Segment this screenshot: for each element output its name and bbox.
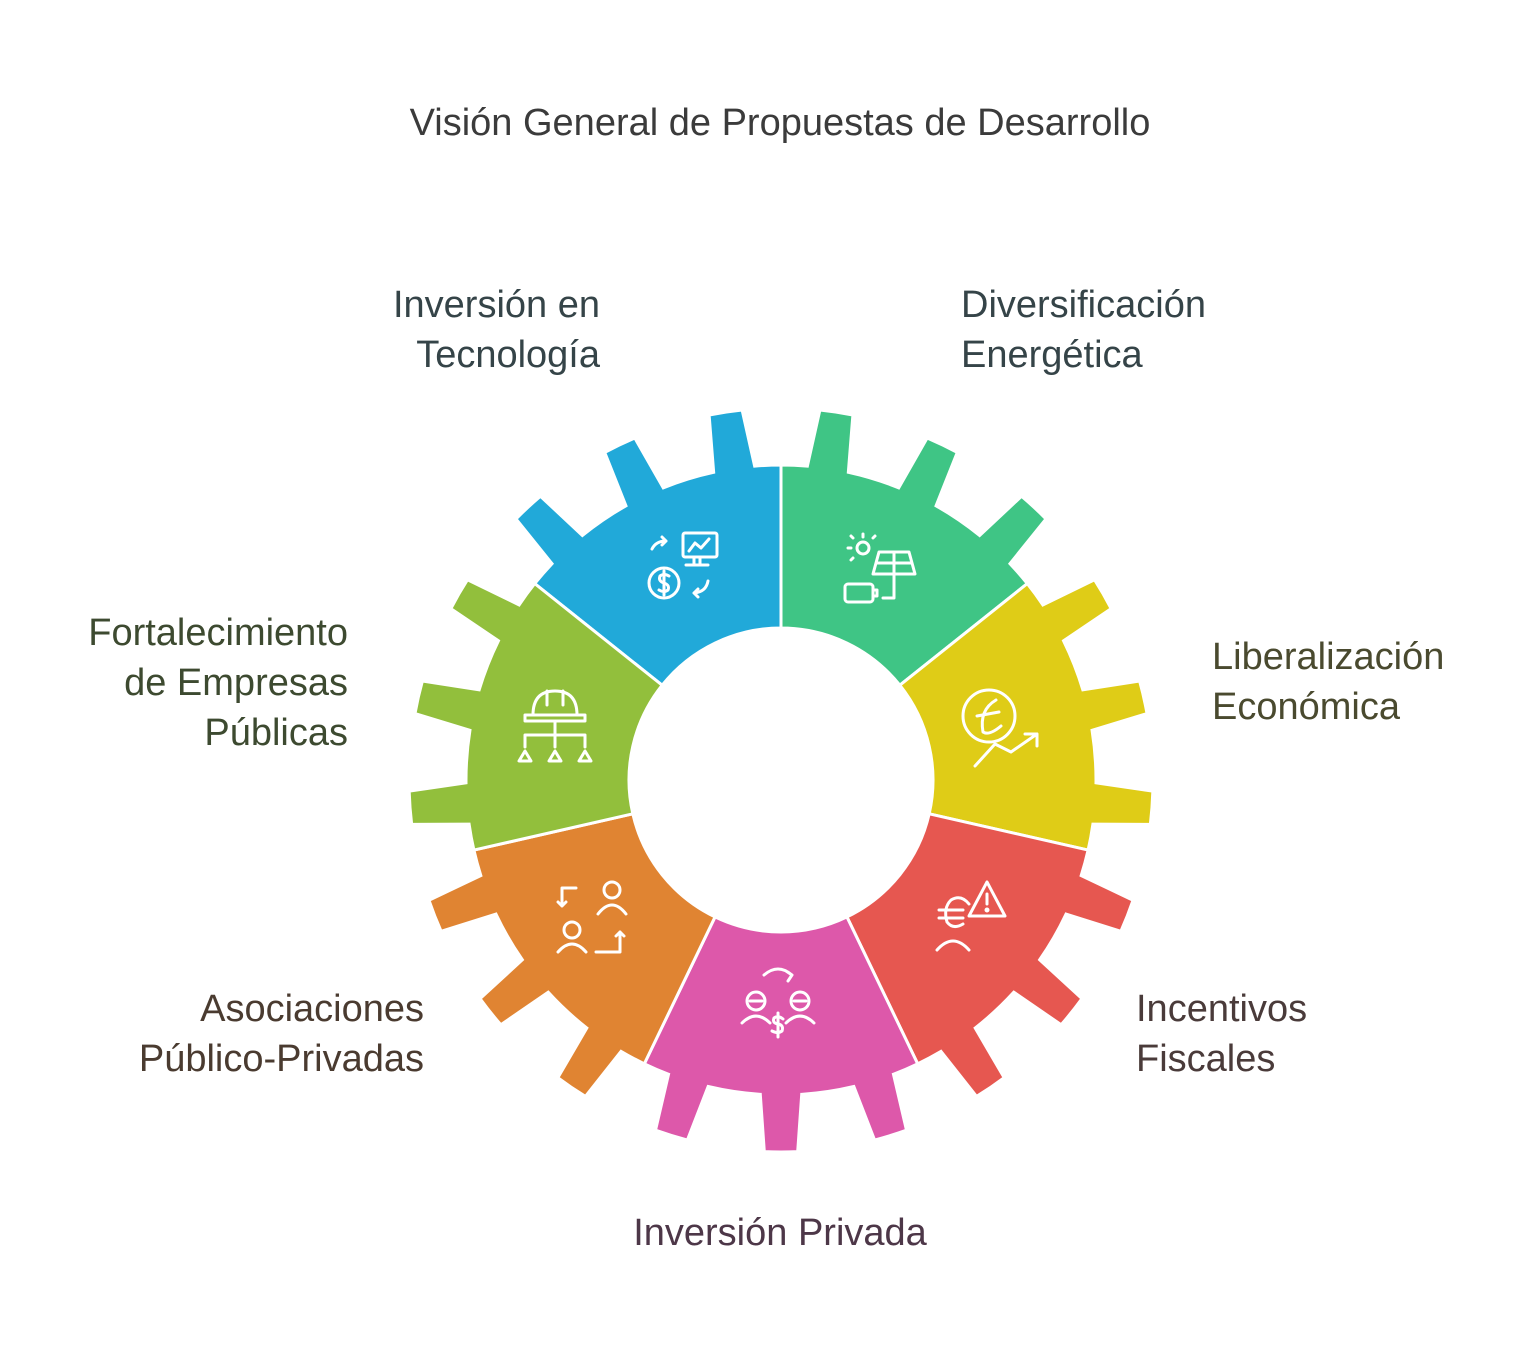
gear-segment-app xyxy=(427,812,718,1099)
label-app: Asociaciones Público-Privadas xyxy=(138,988,424,1080)
label-liberalizacion: Liberalización Económica xyxy=(1212,636,1445,728)
money-monitor-exchange-icon xyxy=(647,531,719,600)
partnership-exchange-icon xyxy=(556,880,628,954)
label-empresas: Fortalecimiento de Empresas Públicas xyxy=(88,612,348,754)
gear-segment-liberalizacion xyxy=(897,577,1155,852)
currency-growth-icon xyxy=(961,688,1039,768)
label-fiscal: Incentivos Fiscales xyxy=(1136,988,1308,1080)
investors-exchange-icon xyxy=(740,967,816,1039)
gear-segment-fiscal xyxy=(844,812,1135,1099)
gear-segment-tecnologia xyxy=(513,408,783,688)
page-title: Visión General de Propuestas de Desarrol… xyxy=(409,102,1151,144)
euro-warning-icon xyxy=(935,880,1007,952)
gear-segment-privada xyxy=(642,914,920,1154)
hardhat-hierarchy-icon xyxy=(517,689,593,763)
label-energia: Diversificación Energética xyxy=(961,284,1206,376)
solar-panel-battery-icon xyxy=(843,532,917,604)
label-privada: Inversión Privada xyxy=(633,1212,927,1254)
gear-segment-energia xyxy=(779,408,1049,688)
label-tecnologia: Inversión en Tecnología xyxy=(392,284,600,376)
